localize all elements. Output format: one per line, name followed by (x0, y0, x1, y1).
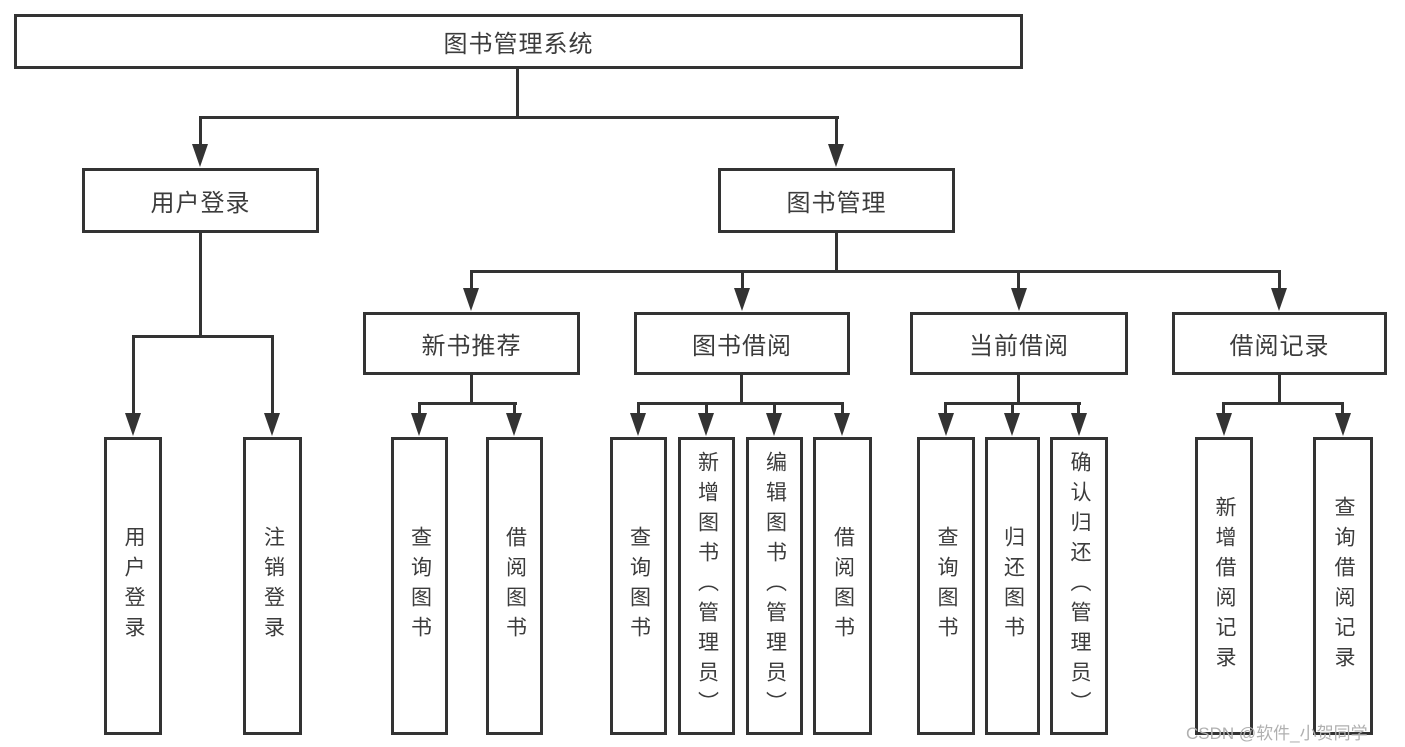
leaf-query-borrow-record-label: 查询借阅记录 (1332, 496, 1355, 676)
connector-leaf-shaft (773, 402, 776, 417)
connector-new-rec-shaft (470, 270, 473, 292)
connector-new-rec-hline (418, 402, 517, 405)
leaf-user-login-label: 用户登录 (122, 526, 145, 646)
connector-leaf-shaft (1341, 402, 1344, 417)
leaf-borrow-book-recommend-label: 借阅图书 (503, 526, 527, 646)
connector-current-shaft (1017, 270, 1020, 292)
leaf-user-login: 用户登录 (104, 437, 162, 735)
connector-user-login-hline (132, 335, 274, 338)
node-current-borrowing-label: 当前借阅 (969, 333, 1069, 360)
connector-leaf-shaft (1222, 402, 1225, 417)
leaf-borrow-book: 借阅图书 (813, 437, 872, 735)
node-library-system-label: 图书管理系统 (443, 31, 594, 58)
connector-current-stub (1017, 375, 1020, 405)
connector-new-rec-stub (470, 375, 473, 405)
leaf-query-book-recommend-label: 查询图书 (408, 526, 432, 646)
arrow-down-icon (1071, 413, 1087, 436)
leaf-add-book-admin-label: 新增图书（管理员） (695, 451, 719, 721)
arrow-down-icon (125, 413, 141, 436)
connector-root-stub (516, 69, 519, 119)
connector-user-login-shaft (199, 116, 202, 146)
node-user-login-label: 用户登录 (150, 190, 251, 217)
connector-leaf-shaft (841, 402, 844, 417)
csdn-watermark: CSDN @软件_小贺同学 (1186, 724, 1368, 743)
connector-leaf-shaft (513, 402, 516, 417)
connector-book-mgmt-hline (470, 270, 1281, 273)
leaf-query-book-current-label: 查询图书 (935, 526, 958, 646)
arrow-down-icon (766, 413, 782, 436)
leaf-borrow-book-label: 借阅图书 (831, 526, 855, 646)
node-library-system: 图书管理系统 (14, 14, 1023, 69)
arrow-down-icon (463, 288, 479, 311)
leaf-confirm-return-admin-label: 确认归还（管理员） (1068, 451, 1091, 721)
connector-user-login-stub (199, 233, 202, 338)
node-borrowing-records: 借阅记录 (1172, 312, 1387, 375)
arrow-down-icon (734, 288, 750, 311)
arrow-down-icon (1216, 413, 1232, 436)
connector-leaf-shaft (637, 402, 640, 417)
arrow-down-icon (1271, 288, 1287, 311)
arrow-down-icon (506, 413, 522, 436)
node-book-management: 图书管理 (718, 168, 955, 233)
node-book-management-label: 图书管理 (786, 190, 887, 217)
leaf-edit-book-admin: 编辑图书（管理员） (746, 437, 803, 735)
node-book-borrowing-label: 图书借阅 (692, 333, 792, 360)
node-user-login: 用户登录 (82, 168, 319, 233)
connector-leaf-login-shaft (132, 335, 135, 417)
connector-record-hline (1222, 402, 1344, 405)
connector-leaf-shaft (418, 402, 421, 417)
arrow-down-icon (264, 413, 280, 436)
leaf-query-borrow-record: 查询借阅记录 (1313, 437, 1373, 735)
leaf-query-book-borrowing: 查询图书 (610, 437, 667, 735)
arrow-down-icon (834, 413, 850, 436)
leaf-query-book-borrowing-label: 查询图书 (627, 526, 651, 646)
connector-leaf-shaft (1077, 402, 1080, 417)
node-borrowing-records-label: 借阅记录 (1229, 333, 1330, 360)
node-new-book-recommend: 新书推荐 (363, 312, 580, 375)
connector-record-shaft (1278, 270, 1281, 292)
connector-book-mgmt-shaft (835, 116, 838, 146)
connector-leaf-shaft (944, 402, 947, 417)
leaf-query-book-recommend: 查询图书 (391, 437, 448, 735)
arrow-down-icon (1011, 288, 1027, 311)
leaf-borrow-book-recommend: 借阅图书 (486, 437, 543, 735)
connector-leaf-shaft (1011, 402, 1014, 417)
connector-borrowing-hline (637, 402, 844, 405)
arrow-down-icon (192, 144, 208, 167)
node-current-borrowing: 当前借阅 (910, 312, 1128, 375)
connector-record-stub (1278, 375, 1281, 405)
leaf-confirm-return-admin: 确认归还（管理员） (1050, 437, 1108, 735)
leaf-return-book: 归还图书 (985, 437, 1040, 735)
connector-leaf-shaft (705, 402, 708, 417)
connector-borrowing-shaft (741, 270, 744, 292)
arrow-down-icon (828, 144, 844, 167)
arrow-down-icon (630, 413, 646, 436)
arrow-down-icon (411, 413, 427, 436)
arrow-down-icon (1335, 413, 1351, 436)
leaf-query-book-current: 查询图书 (917, 437, 975, 735)
leaf-add-borrow-record-label: 新增借阅记录 (1213, 496, 1236, 676)
connector-book-mgmt-stub (835, 233, 838, 273)
node-book-borrowing: 图书借阅 (634, 312, 850, 375)
connector-root-hline (199, 116, 839, 119)
leaf-logout-label: 注销登录 (261, 526, 285, 646)
leaf-add-book-admin: 新增图书（管理员） (678, 437, 735, 735)
leaf-return-book-label: 归还图书 (1001, 526, 1025, 646)
leaf-add-borrow-record: 新增借阅记录 (1195, 437, 1253, 735)
leaf-logout: 注销登录 (243, 437, 302, 735)
arrow-down-icon (938, 413, 954, 436)
leaf-edit-book-admin-label: 编辑图书（管理员） (763, 451, 787, 721)
connector-leaf-logout-shaft (271, 335, 274, 417)
connector-borrowing-stub (740, 375, 743, 405)
arrow-down-icon (698, 413, 714, 436)
node-new-book-recommend-label: 新书推荐 (421, 333, 522, 360)
arrow-down-icon (1004, 413, 1020, 436)
